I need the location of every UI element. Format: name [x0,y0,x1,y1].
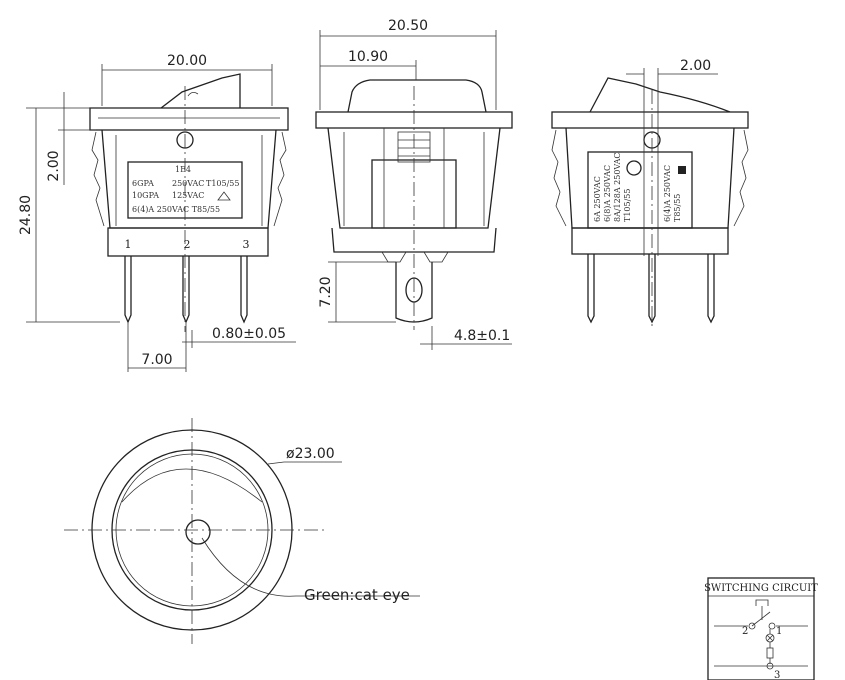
resistor-icon [766,647,774,659]
side-label-line6: T85/55 [673,194,682,222]
circuit-title: SWITCHING CIRCUIT [704,583,818,594]
callout-text: Green:cat eye [304,586,410,604]
terminal-node-1 [768,622,776,630]
warning-mark [217,191,231,201]
dim-overall-width: 20.50 [388,18,428,34]
dim-terminal-height: 7.20 [318,276,334,307]
dim-offset: 2.00 [680,58,711,74]
right-base [571,227,729,255]
right-flange [551,111,749,129]
dim-rocker-width: 10.90 [348,49,388,65]
dim-diameter: ø23.00 [286,446,335,462]
right-view: 6A 250VAC 6(8)A 250VAC 8A/128A 250VAC T1… [551,68,749,330]
circuit-terminal-2: 2 [742,626,748,637]
side-label-line1: 6A 250VAC [593,176,602,222]
label-line2-mid: 125VAC [172,191,204,200]
side-label-line2: 6(8)A 250VAC [603,165,612,222]
dim-pin-pitch: 7.00 [141,352,172,368]
side-label-line5: 6(4)A 250VAC [663,165,672,222]
label-line3: 6(4)A 250VAC T85/55 [132,205,220,214]
front-rocker [147,73,241,119]
label-line2-left: 10GPA [132,191,159,200]
rating-mark [678,166,686,174]
front-view: 1E4 6GPA 250VAC T105/55 10GPA 125VAC 6(4… [89,73,289,332]
dim-terminal-width: 4.8±0.1 [454,328,510,344]
terminal-node-2 [748,622,756,630]
side-rocker [347,79,487,113]
certification-mark [626,160,642,176]
pin-2 [182,256,190,324]
side-view [315,79,513,330]
side-label-line3: 8A/128A 250VAC [613,152,622,222]
circuit-terminal-3: 3 [774,670,780,680]
side-dimensions: 20.50 10.90 7.20 4.8±0.1 [318,18,512,350]
switching-circuit-box: SWITCHING CIRCUIT 2 1 3 [704,577,818,680]
right-pin-2 [648,254,656,324]
pin-label-3: 3 [243,238,250,251]
front-flange [89,107,289,131]
dim-top-width: 20.00 [167,53,207,69]
pin-label-1: 1 [125,238,132,251]
right-pin-1 [587,254,595,324]
side-label-line4: T105/55 [623,189,632,222]
right-rocker [589,77,731,113]
label-line1-left: 6GPA [132,179,154,188]
dim-total-height: 24.80 [18,195,34,235]
right-pin-3 [707,254,715,324]
front-base [107,227,269,257]
right-body [565,127,735,229]
label-code: 1E4 [175,165,191,174]
pin-3 [240,256,248,324]
label-line1-mid: 250VAC [172,179,204,188]
terminal-node-3 [766,662,774,670]
dim-flange-height: 2.00 [46,150,62,181]
pin-label-2: 2 [184,238,191,251]
front-pins [124,256,248,324]
pin-1 [124,256,132,324]
label-line1-right: T105/55 [206,179,239,188]
circuit-terminal-1: 1 [776,626,782,637]
cat-eye-indicator [185,519,211,545]
circuit-frame [707,577,815,680]
callout-leader [201,537,420,597]
dim-pin-width: 0.80±0.05 [212,326,286,342]
side-base [331,227,497,253]
round-view: ø23.00 Green:cat eye [64,418,420,644]
right-dimensions: 2.00 [626,58,718,75]
front-dimensions: 20.00 24.80 2.00 7.00 0.80±0.05 [18,53,296,372]
